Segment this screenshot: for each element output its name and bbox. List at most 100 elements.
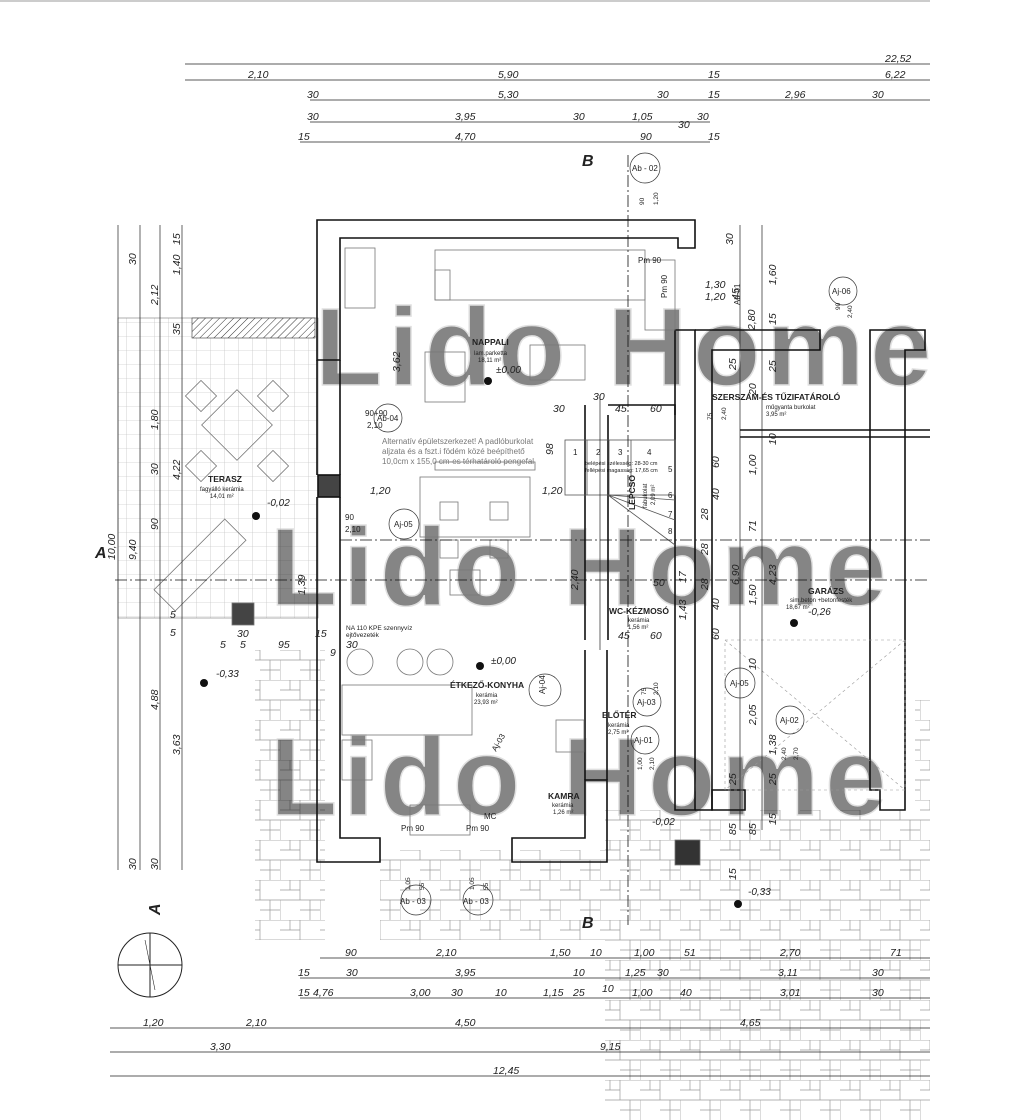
svg-text:1,43: 1,43 [677,599,689,620]
svg-text:30: 30 [127,253,139,265]
svg-text:1,00: 1,00 [632,987,653,999]
svg-text:10,00: 10,00 [106,534,118,560]
svg-text:3,95: 3,95 [455,111,476,123]
svg-text:6,90: 6,90 [730,564,742,585]
svg-text:28: 28 [699,508,711,521]
svg-text:60: 60 [650,630,662,642]
svg-text:55: 55 [483,882,490,890]
svg-text:1,20: 1,20 [653,192,660,205]
svg-text:14,01 m²: 14,01 m² [210,494,234,500]
svg-text:-0,26: -0,26 [808,607,831,618]
svg-text:1,00: 1,00 [747,454,759,475]
svg-text:Pm 90: Pm 90 [466,824,490,833]
svg-text:35: 35 [171,323,183,335]
svg-text:2,05: 2,05 [747,704,759,726]
opening-notes: 90 1,20 75 2,40 75 2,10 1,05 55 1,05 55 … [405,192,854,890]
svg-text:Ab - 03: Ab - 03 [463,897,489,906]
svg-text:3,01: 3,01 [780,987,800,999]
svg-text:15: 15 [315,628,327,640]
svg-text:Alternatív épületszerkezet! A: Alternatív épületszerkezet! A padlóburko… [382,437,534,446]
svg-text:1: 1 [573,448,578,457]
svg-text:1,20: 1,20 [705,291,726,303]
stair [564,439,676,546]
svg-text:4,50: 4,50 [455,1017,476,1029]
svg-text:2: 2 [596,448,601,457]
svg-text:25: 25 [767,773,779,786]
svg-text:B: B [582,153,594,170]
svg-text:15: 15 [298,131,310,143]
svg-text:75: 75 [641,687,648,695]
svg-text:25: 25 [572,987,585,999]
svg-text:25: 25 [727,773,739,786]
svg-text:2,75 m²: 2,75 m² [608,730,628,736]
svg-text:15: 15 [708,89,720,101]
svg-text:5: 5 [220,639,226,651]
svg-text:Lido Home: Lido Home [270,506,892,629]
svg-text:TERASZ: TERASZ [208,474,242,484]
svg-text:SZERSZÁM-ÉS TŰZIFATÁROLÓ: SZERSZÁM-ÉS TŰZIFATÁROLÓ [712,391,841,402]
svg-text:Aj-01: Aj-01 [634,736,653,745]
svg-text:15: 15 [171,233,183,245]
svg-text:-0,33: -0,33 [748,887,771,898]
svg-text:15: 15 [708,131,720,143]
svg-text:±0,00: ±0,00 [496,365,521,376]
svg-text:5: 5 [170,627,176,639]
note-alternative-structure: Alternatív épületszerkezet! A padlóburko… [382,437,534,466]
svg-text:Aj-03: Aj-03 [637,698,656,707]
note-sewer: NA 110 KPE szennyvíz ejtővezeték [346,625,412,639]
svg-text:3,95 m²: 3,95 m² [766,412,786,418]
svg-text:kerámia: kerámia [552,803,574,809]
svg-text:3,95: 3,95 [455,967,476,979]
svg-text:95: 95 [278,639,290,651]
opening-tags [373,152,858,916]
svg-text:20: 20 [747,383,759,396]
svg-text:30: 30 [872,987,884,999]
svg-text:2,10: 2,10 [435,947,457,959]
svg-text:2,70: 2,70 [793,747,800,760]
svg-text:30: 30 [553,403,565,415]
right-dimensions: 30 1,60 45 2,80 15 25 20 25 10 1,00 71 4… [724,233,779,880]
svg-text:6,22: 6,22 [885,69,906,81]
svg-text:GARÁZS: GARÁZS [808,586,844,596]
top-dimensions: 22,52 2,10 5,90 15 6,22 30 5,30 30 15 2,… [247,53,911,143]
svg-text:LÉPCSŐ: LÉPCSŐ [626,475,637,510]
svg-text:30: 30 [307,89,319,101]
svg-text:15: 15 [767,813,779,825]
misc-labels: Pm 90 Pm 90 Pm 90 Pm 90 MC 90+90 2,10 90… [345,256,669,833]
svg-text:1,20: 1,20 [542,485,563,497]
svg-text:2,10: 2,10 [649,757,656,770]
gravel-strip [191,317,316,339]
svg-text:60: 60 [710,456,722,468]
svg-text:4,65: 4,65 [740,1017,761,1029]
svg-text:sim.beton +betonfesték: sim.beton +betonfesték [790,598,853,604]
svg-text:fellépési magasság: 17,65 cm: fellépési magasság: 17,65 cm [585,468,658,474]
svg-text:10,0cm x 155,0 cm-es térhatáro: 10,0cm x 155,0 cm-es térhatároló pengefa… [382,457,534,466]
svg-text:30: 30 [237,628,249,640]
svg-text:18,11 m²: 18,11 m² [478,358,501,364]
svg-text:1,00: 1,00 [637,757,644,770]
room-nappali: NAPPALI lam.parketta 18,11 m² ±0,00 [472,337,521,376]
svg-text:Aj-06: Aj-06 [832,287,851,296]
dining-table [184,379,290,483]
svg-text:ejtővezeték: ejtővezeték [346,632,380,639]
svg-text:Pm 90: Pm 90 [401,824,425,833]
svg-text:23,93 m²: 23,93 m² [474,700,498,706]
svg-text:műgyanta burkolat: műgyanta burkolat [766,405,816,411]
bottom-dimensions: 90 2,10 1,50 10 1,00 51 2,70 71 15 30 3,… [143,947,902,1077]
svg-text:15: 15 [298,967,310,979]
svg-text:1,56 m²: 1,56 m² [628,625,648,631]
svg-text:NAPPALI: NAPPALI [472,337,509,347]
room-kamra: KAMRA kerámia 1,26 m² [548,791,580,816]
svg-text:40: 40 [710,488,722,500]
svg-text:30: 30 [657,89,669,101]
svg-text:ÉTKEZŐ-KONYHA: ÉTKEZŐ-KONYHA [450,679,524,690]
svg-text:Ab - 02: Ab - 02 [632,164,658,173]
svg-text:50: 50 [653,577,665,589]
svg-text:1,00: 1,00 [634,947,655,959]
svg-text:aljzata és a fszt.i födém közé: aljzata és a fszt.i födém közé beépíthet… [382,447,525,456]
north-arrow-icon [117,932,183,998]
svg-text:30: 30 [697,111,709,123]
garage-door [724,639,906,791]
svg-text:17: 17 [677,570,689,583]
svg-text:5: 5 [240,639,246,651]
